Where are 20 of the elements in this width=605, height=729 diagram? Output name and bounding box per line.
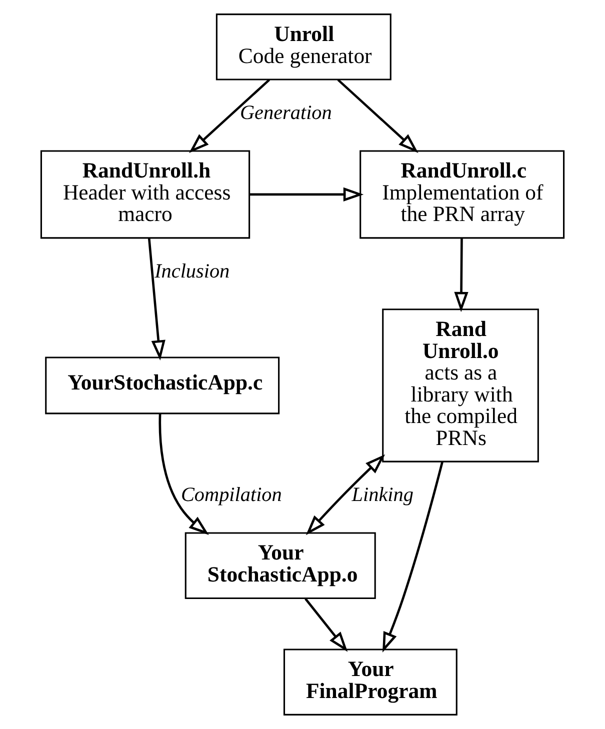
arrow [188, 78, 270, 154]
edge-label: Generation [240, 102, 332, 124]
node-box: YourStochasticApp.c [45, 356, 280, 414]
node-box: RandUnroll.c Implementation of the PRN array [360, 150, 565, 239]
node-box: Your StochasticApp.o [184, 532, 376, 599]
edge-label: Linking [352, 484, 414, 506]
node-box: Your FinalProgram [283, 648, 458, 716]
arrow [306, 454, 386, 536]
arrow [337, 78, 418, 154]
node-box: Rand Unroll.o acts as a library with the compiled PRNs [382, 308, 539, 462]
edge-label: Inclusion [154, 260, 230, 282]
edge-label: Compilation [180, 484, 282, 506]
arrow [158, 414, 209, 535]
node-box: Unroll Code generator [216, 14, 392, 80]
node-box: RandUnroll.h Header with access macro [40, 150, 250, 239]
arrow [148, 238, 166, 360]
arrow [304, 598, 348, 652]
arrow [382, 462, 444, 652]
arrow [454, 238, 468, 312]
arrow [250, 187, 364, 202]
